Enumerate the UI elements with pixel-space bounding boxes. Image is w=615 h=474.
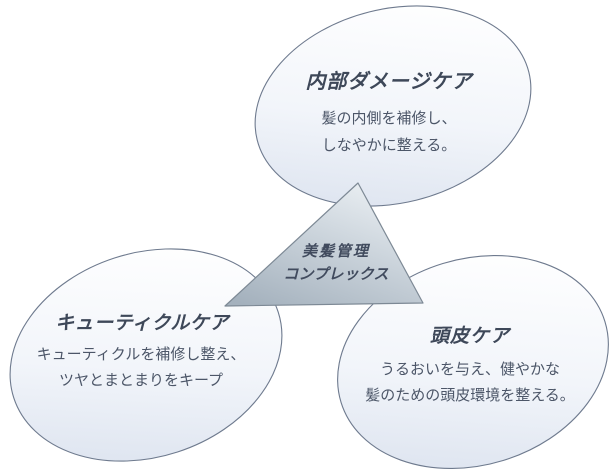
node-body-line: しなやかに整える。 <box>321 137 457 154</box>
node-body-line: 髪のための頭皮環境を整える。 <box>365 387 575 404</box>
node-title-cuticle-care: キューティクルケア <box>55 313 229 334</box>
node-body-scalp-care: うるおいを与え、健やかな 髪のための頭皮環境を整える。 <box>365 357 575 409</box>
node-title-internal-damage-care: 内部ダメージケア <box>305 71 473 93</box>
center-triangle-label: 美髪管理 コンプレックス <box>283 240 389 286</box>
ellipse-scalp-care <box>337 255 609 469</box>
center-triangle-label-line2: コンプレックス <box>283 266 389 283</box>
center-triangle <box>224 182 424 307</box>
node-body-line: 髪の内側を補修し、 <box>321 110 457 127</box>
node-body-internal-damage-care: 髪の内側を補修し、 しなやかに整える。 <box>321 105 456 159</box>
center-triangle-label-line1: 美髪管理 <box>301 243 371 260</box>
node-body-line: うるおいを与え、健やかな <box>379 361 560 378</box>
node-title-scalp-care: 頭皮ケア <box>429 326 511 347</box>
node-body-cuticle-care: キューティクルを補修し整え、 ツヤとまとまりをキープ <box>37 342 246 394</box>
ellipse-internal-damage-care <box>254 5 532 207</box>
node-body-line: ツヤとまとまりをキープ <box>58 372 224 389</box>
ellipse-cuticle-care <box>9 248 283 462</box>
node-body-line: キューティクルを補修し整え、 <box>36 346 246 363</box>
